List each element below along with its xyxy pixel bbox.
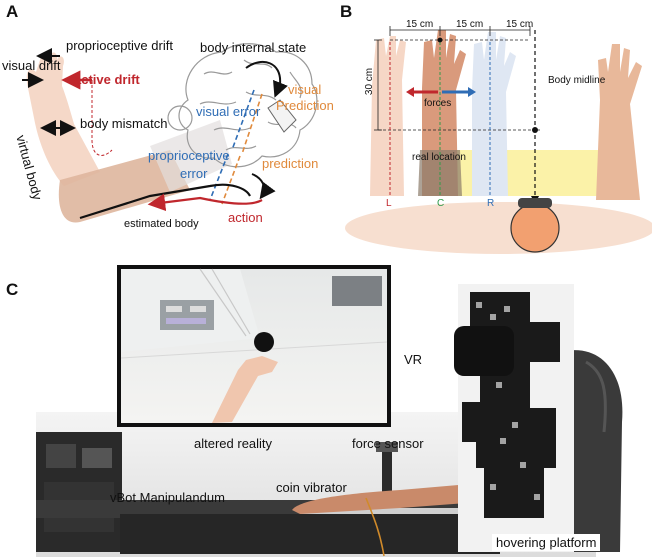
participant-forearm: [292, 484, 480, 514]
mini-hand-icon: [267, 99, 297, 133]
panel-b-illustration: [345, 26, 652, 254]
panel-c-photo: [36, 265, 623, 557]
label-real-location: real location: [412, 152, 466, 163]
prediction-line: [221, 155, 241, 205]
label-body-mismatch: body mismatch: [80, 116, 168, 131]
panel-c-letter: C: [6, 280, 19, 299]
head-icon: [510, 203, 560, 253]
real-right-arm: [596, 44, 642, 200]
vr-virtual-hand: [212, 356, 278, 423]
label-vr: VR: [404, 352, 423, 367]
label-body-midline: Body midline: [548, 75, 606, 86]
action-arrow: [147, 193, 263, 212]
label-proprioceptive-error-2: error: [180, 166, 208, 181]
arm-center: [418, 30, 466, 196]
virtual-arm: [26, 52, 232, 223]
vr-panel-right: [332, 276, 382, 306]
label-visual-prediction-1: visual: [288, 82, 322, 97]
label-dist-3: 15 cm: [506, 19, 534, 30]
force-sensor-post: [382, 448, 392, 504]
label-estimated-body: estimated body: [124, 218, 199, 230]
estimated-body-line: [79, 183, 251, 220]
visual-prediction-line: [241, 93, 263, 155]
proprioceptive-error-line: [209, 153, 229, 201]
visual-error-line: [231, 89, 255, 151]
torso-ellipse: [345, 202, 652, 254]
label-proprioceptive-drift: proprioceptive drift: [66, 38, 173, 53]
label-altered-reality: altered reality: [194, 436, 273, 451]
arm-left-faded: [370, 36, 406, 196]
label-vbot: vBot Manipulandum: [110, 490, 225, 505]
panel-a-illustration: [22, 43, 318, 223]
torso-sweater: [440, 150, 610, 196]
label-forces: forces: [424, 98, 452, 109]
label-pos-r: R: [487, 198, 495, 209]
label-prediction: prediction: [262, 156, 319, 171]
label-proprioceptive-error-1: proprioceptive: [148, 148, 230, 163]
label-visual-drift: visual drift: [2, 58, 61, 73]
label-hovering-platform: hovering platform: [492, 534, 601, 551]
label-dist-2: 15 cm: [456, 19, 484, 30]
vr-target-ball: [254, 332, 274, 352]
internal-state-loop: [245, 60, 288, 98]
vr-headset: [454, 326, 514, 376]
label-pos-c: C: [437, 198, 445, 209]
arm-right-faded: [472, 32, 516, 196]
dimension-lines: [374, 26, 540, 131]
label-dist-1: 15 cm: [406, 19, 434, 30]
label-coin-vibrator: coin vibrator: [276, 480, 347, 495]
panel-a-letter: A: [6, 2, 19, 21]
label-action: action: [228, 210, 263, 225]
label-height: 30 cm: [364, 67, 376, 96]
hovering-platform: [300, 508, 460, 514]
label-pos-l: L: [386, 198, 392, 209]
vr-panel-left: [160, 300, 214, 330]
label-force-sensor: force sensor: [352, 436, 424, 451]
coin-vibrator-wire: [365, 497, 385, 557]
vr-headset-icon: [518, 198, 552, 208]
label-active-drift: active drift: [74, 72, 140, 87]
label-body-internal-state: body internal state: [200, 40, 307, 55]
panel-b-letter: B: [340, 2, 353, 21]
label-visual-prediction-2: Prediction: [276, 98, 334, 113]
label-visual-error: visual error: [196, 104, 261, 119]
